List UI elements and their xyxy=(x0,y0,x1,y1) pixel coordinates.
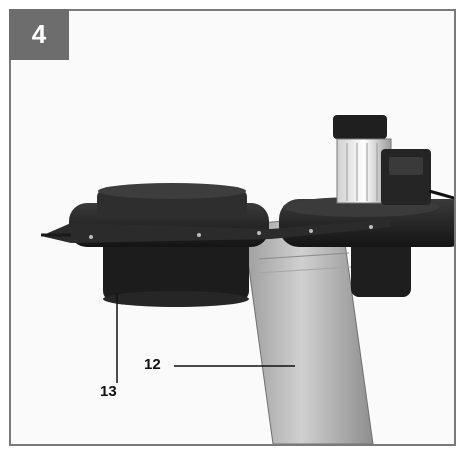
figure-number-badge: 4 xyxy=(9,9,69,60)
product-photo xyxy=(41,115,454,444)
callout-12: 12 xyxy=(144,356,161,373)
right-lower-cylinder xyxy=(351,233,411,297)
mounting-plate xyxy=(41,219,391,243)
figure-frame xyxy=(9,9,456,446)
left-lower-cylinder xyxy=(103,233,249,307)
motor xyxy=(333,115,454,205)
callout-13: 13 xyxy=(100,383,117,400)
